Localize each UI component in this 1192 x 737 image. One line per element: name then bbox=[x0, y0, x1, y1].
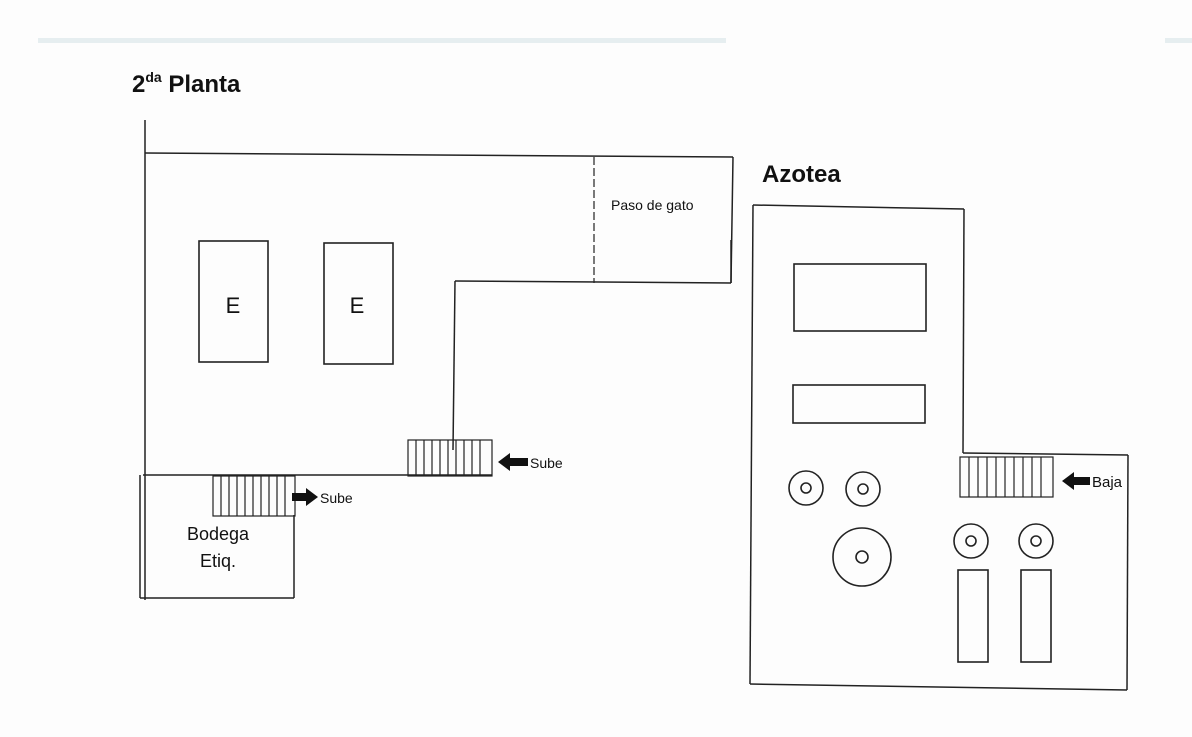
floor2-title: 2da Planta bbox=[132, 69, 241, 98]
roof-equipment-tall-1 bbox=[957, 569, 989, 663]
floor2-walls bbox=[139, 120, 734, 600]
elevator-1-label: E bbox=[226, 293, 241, 318]
arrow-right-icon bbox=[292, 488, 318, 506]
stair-lower bbox=[212, 475, 296, 517]
roof-walls bbox=[749, 204, 1129, 691]
scan-top-band-right bbox=[1165, 38, 1192, 43]
roof-circles bbox=[788, 470, 1054, 587]
roof-equipment-rect-large bbox=[793, 263, 927, 332]
bodega-label-line2: Etiq. bbox=[200, 551, 236, 571]
stair-lower-label: Sube bbox=[320, 490, 353, 506]
arrow-left-icon bbox=[1062, 472, 1090, 490]
scan-top-band bbox=[38, 38, 726, 43]
roof-equipment-rect-small bbox=[792, 384, 926, 424]
roof-title: Azotea bbox=[762, 161, 841, 188]
arrow-left-icon bbox=[498, 453, 528, 471]
paso-de-gato-label: Paso de gato bbox=[611, 197, 694, 213]
elevator-2-box bbox=[323, 242, 394, 365]
stair-upper bbox=[407, 439, 493, 477]
roof-equipment-tall-2 bbox=[1020, 569, 1052, 663]
bodega-label-line1: Bodega bbox=[187, 524, 250, 544]
elevator-1-box bbox=[198, 240, 269, 363]
stair-roof bbox=[959, 456, 1054, 498]
stair-roof-label: Baja bbox=[1092, 474, 1123, 491]
elevator-2-label: E bbox=[350, 293, 365, 318]
stair-upper-label: Sube bbox=[530, 455, 563, 471]
